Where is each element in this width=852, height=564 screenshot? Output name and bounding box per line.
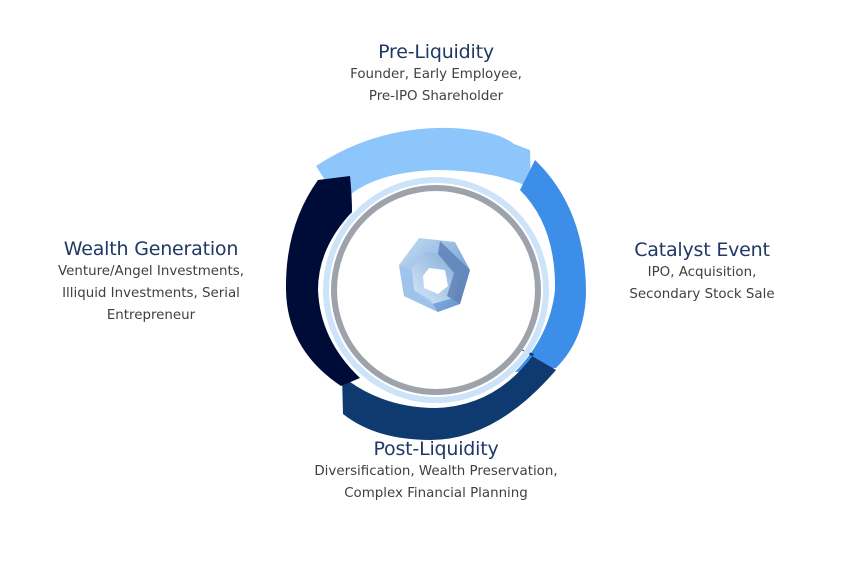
stage-description-line: Secondary Stock Sale bbox=[629, 287, 775, 302]
inner-band-circle bbox=[323, 177, 549, 403]
stage-title: Wealth Generation bbox=[63, 238, 239, 260]
inner-gray-ring bbox=[331, 185, 541, 395]
stage-post-liquidity: Post-Liquidity Diversification, Wealth P… bbox=[281, 437, 591, 505]
stage-description-line: Pre-IPO Shareholder bbox=[368, 89, 504, 104]
stage-title: Post-Liquidity bbox=[373, 438, 499, 460]
stage-catalyst-event: Catalyst Event IPO, Acquisition, Seconda… bbox=[602, 238, 802, 306]
stage-wealth-generation: Wealth Generation Venture/Angel Investme… bbox=[20, 237, 282, 327]
stage-description-line: Venture/Angel Investments, bbox=[58, 264, 244, 279]
stage-description-line: Complex Financial Planning bbox=[344, 486, 528, 501]
wealth-generation-segment bbox=[285, 176, 360, 386]
catalyst-event-segment bbox=[515, 160, 586, 372]
stage-title: Catalyst Event bbox=[634, 239, 770, 261]
hexagon-swirl-logo-icon bbox=[399, 238, 470, 312]
stage-pre-liquidity: Pre-Liquidity Founder, Early Employee, P… bbox=[286, 40, 586, 108]
stage-description-line: Founder, Early Employee, bbox=[350, 67, 522, 82]
pre-liquidity-segment bbox=[316, 127, 531, 214]
stage-description-line: IPO, Acquisition, bbox=[647, 265, 757, 280]
post-liquidity-segment bbox=[342, 348, 556, 440]
stage-title: Pre-Liquidity bbox=[378, 41, 494, 63]
stage-description-line: Entrepreneur bbox=[106, 308, 196, 323]
stage-description-line: Illiquid Investments, Serial bbox=[62, 286, 240, 301]
stage-description-line: Diversification, Wealth Preservation, bbox=[314, 464, 558, 479]
